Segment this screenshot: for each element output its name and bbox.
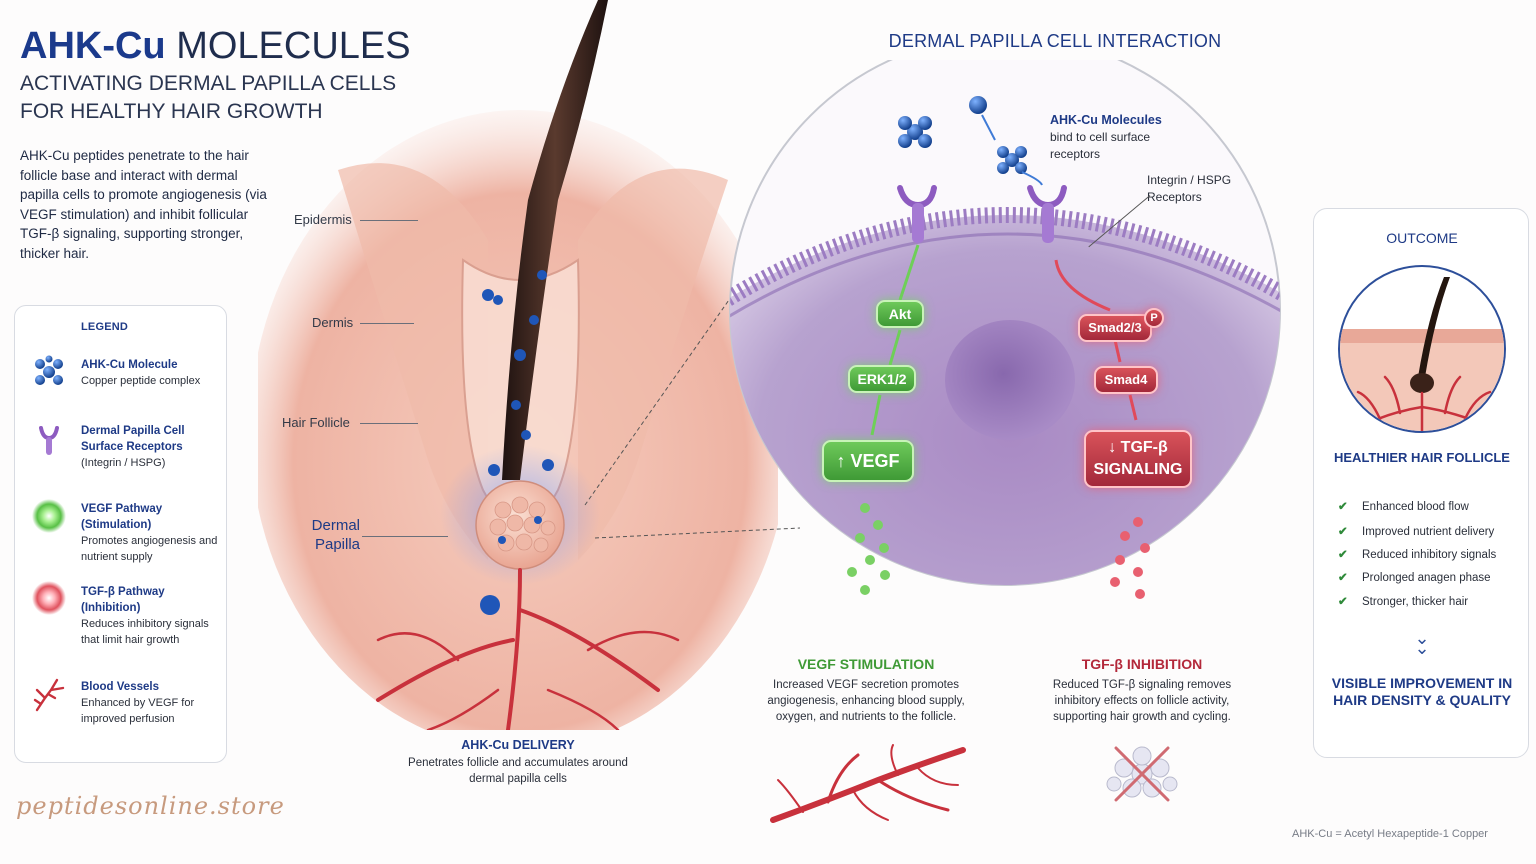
vegf-particles bbox=[847, 503, 890, 595]
receptors-annotation: Integrin / HSPG Receptors bbox=[1147, 173, 1232, 204]
dermal-papilla-label: Dermal Papilla bbox=[311, 517, 360, 553]
molecules-heading: AHK-Cu Molecules bbox=[1050, 113, 1162, 127]
checklist-item: ✔ Enhanced blood flow bbox=[1338, 499, 1469, 513]
receptors bbox=[897, 185, 1067, 243]
delivery-desc: Penetrates follicle and accumulates arou… bbox=[408, 757, 628, 785]
page-title: AHK-Cu MOLECULES bbox=[20, 24, 411, 68]
checklist-label: Stronger, thicker hair bbox=[1362, 596, 1469, 608]
legend-panel: LEGEND AHK-Cu Molecule Copper peptide co… bbox=[14, 305, 227, 763]
legend-item-heading: TGF-β Pathway (Inhibition) bbox=[81, 586, 165, 614]
inhibited-cluster-icon bbox=[1106, 746, 1178, 802]
vegf-heading: VEGF STIMULATION bbox=[797, 656, 935, 672]
cell-membrane bbox=[730, 207, 1280, 317]
dermal-papilla-leader bbox=[362, 536, 448, 537]
node-tgf-down: ↓ TGF-β SIGNALING bbox=[1084, 430, 1192, 488]
checkmark-icon: ✔ bbox=[1338, 549, 1348, 561]
signal-arrows bbox=[870, 114, 1138, 436]
dermis-leader bbox=[360, 323, 414, 324]
legend-item-heading: VEGF Pathway (Stimulation) bbox=[81, 503, 163, 531]
legend-item-vessels: Blood Vessels Enhanced by VEGF for impro… bbox=[81, 679, 223, 727]
double-chevron-down-icon: ⌄⌄ bbox=[1414, 628, 1430, 658]
phospho-badge: P bbox=[1144, 308, 1164, 328]
epidermis-layer-left bbox=[338, 163, 488, 561]
legend-item-vegf: VEGF Pathway (Stimulation) Promotes angi… bbox=[81, 501, 223, 565]
footnote: AHK-Cu = Acetyl Hexapeptide-1 Copper bbox=[1292, 828, 1488, 840]
outcome-card: OUTCOME HEALTHIER HAIR FOLLICLE ✔ Enhance… bbox=[1313, 208, 1529, 758]
legend-item-desc: Reduces inhibitory signals that limit ha… bbox=[81, 618, 209, 646]
vegf-desc: Increased VEGF secretion promotes angiog… bbox=[767, 679, 965, 723]
blood-vessel-network-icon bbox=[770, 744, 966, 823]
checkmark-icon: ✔ bbox=[1338, 572, 1348, 584]
blood-vessels bbox=[376, 568, 680, 730]
checklist-item: ✔ Reduced inhibitory signals bbox=[1338, 547, 1496, 561]
green-glow-icon bbox=[32, 499, 66, 533]
legend-item-receptor: Dermal Papilla Cell Surface Receptors (I… bbox=[81, 423, 223, 471]
epidermis-leader bbox=[360, 220, 418, 221]
receptor-icon bbox=[39, 426, 59, 455]
outcome-subtitle: HEALTHIER HAIR FOLLICLE bbox=[1334, 450, 1510, 465]
hair-follicle-leader bbox=[360, 423, 418, 424]
page-subtitle: ACTIVATING DERMAL PAPILLA CELLS FOR HEAL… bbox=[20, 70, 440, 126]
red-glow-icon bbox=[32, 581, 66, 615]
watermark: peptidesonline.store bbox=[16, 792, 285, 820]
zoom-connector-lines bbox=[584, 269, 801, 539]
legend-item-desc: (Integrin / HSPG) bbox=[81, 457, 166, 469]
vegf-caption: VEGF STIMULATION Increased VEGF secretio… bbox=[756, 656, 976, 725]
legend-item-tgf: TGF-β Pathway (Inhibition) Reduces inhib… bbox=[81, 584, 223, 648]
cell-interaction-illustration bbox=[729, 60, 1281, 599]
title-rest: MOLECULES bbox=[165, 25, 411, 67]
node-smad23: Smad2/3 bbox=[1078, 314, 1152, 342]
ahk-cu-molecules-in-follicle bbox=[480, 270, 554, 615]
legend-item-desc: Copper peptide complex bbox=[81, 375, 201, 387]
subtitle-line-2: FOR HEALTHY HAIR GROWTH bbox=[20, 100, 323, 123]
epidermis-label: Epidermis bbox=[294, 212, 352, 227]
blood-vessel-icon bbox=[33, 678, 65, 712]
node-erk: ERK1/2 bbox=[848, 365, 916, 393]
checklist-label: Prolonged anagen phase bbox=[1362, 572, 1491, 584]
molecule-icon bbox=[35, 355, 63, 385]
legend-item-desc: Promotes angiogenesis and nutrient suppl… bbox=[81, 535, 218, 563]
intro-text: AHK-Cu peptides penetrate to the hair fo… bbox=[20, 148, 267, 261]
checkmark-icon: ✔ bbox=[1338, 501, 1348, 513]
legend-item-heading: AHK-Cu Molecule bbox=[81, 359, 178, 371]
checklist-item: ✔ Improved nutrient delivery bbox=[1338, 524, 1494, 538]
node-smad4: Smad4 bbox=[1094, 366, 1158, 394]
hair-follicle-label: Hair Follicle bbox=[282, 415, 350, 430]
tgf-particles bbox=[1110, 517, 1150, 599]
papilla-cells bbox=[489, 496, 556, 553]
delivery-caption: AHK-Cu DELIVERY Penetrates follicle and … bbox=[400, 738, 636, 787]
node-akt: Akt bbox=[876, 300, 924, 328]
checklist-item: ✔ Stronger, thicker hair bbox=[1338, 594, 1468, 608]
molecules-desc: bind to cell surface receptors bbox=[1050, 130, 1151, 161]
subtitle-line-1: ACTIVATING DERMAL PAPILLA CELLS bbox=[20, 72, 397, 95]
checklist-label: Improved nutrient delivery bbox=[1362, 526, 1495, 538]
checkmark-icon: ✔ bbox=[1338, 596, 1348, 608]
node-vegf-up: ↑ VEGF bbox=[822, 440, 914, 482]
hair-shaft bbox=[502, 0, 608, 480]
checklist-label: Enhanced blood flow bbox=[1362, 501, 1469, 513]
tgf-heading: TGF-β INHIBITION bbox=[1081, 656, 1203, 672]
ahk-cu-molecules bbox=[898, 96, 1027, 174]
legend-item-molecule: AHK-Cu Molecule Copper peptide complex bbox=[81, 357, 223, 389]
checklist-item: ✔ Prolonged anagen phase bbox=[1338, 570, 1491, 584]
outcome-title: OUTCOME bbox=[1386, 230, 1458, 246]
legend-title: LEGEND bbox=[81, 321, 129, 333]
tgf-caption: TGF-β INHIBITION Reduced TGF-β signaling… bbox=[1040, 656, 1244, 725]
cell-nucleus bbox=[945, 320, 1075, 440]
delivery-heading: AHK-Cu DELIVERY bbox=[461, 738, 575, 752]
legend-item-desc: Enhanced by VEGF for improved perfusion bbox=[81, 697, 195, 725]
checkmark-icon: ✔ bbox=[1338, 526, 1348, 538]
title-bold: AHK-Cu bbox=[20, 25, 166, 67]
tgf-desc: Reduced TGF-β signaling removes inhibito… bbox=[1052, 679, 1232, 723]
healthy-follicle-image bbox=[1338, 265, 1506, 433]
dermis-label: Dermis bbox=[312, 315, 354, 330]
outcome-final: VISIBLE IMPROVEMENT IN HAIR DENSITY & QU… bbox=[1331, 675, 1513, 708]
molecules-annotation: AHK-Cu Molecules bind to cell surface re… bbox=[1050, 112, 1180, 163]
healthy-follicle-illustration bbox=[1340, 277, 1504, 431]
interaction-title: DERMAL PAPILLA CELL INTERACTION bbox=[888, 31, 1222, 51]
checklist-label: Reduced inhibitory signals bbox=[1362, 549, 1497, 561]
legend-item-heading: Blood Vessels bbox=[81, 681, 159, 693]
legend-item-heading: Dermal Papilla Cell Surface Receptors bbox=[81, 425, 185, 453]
